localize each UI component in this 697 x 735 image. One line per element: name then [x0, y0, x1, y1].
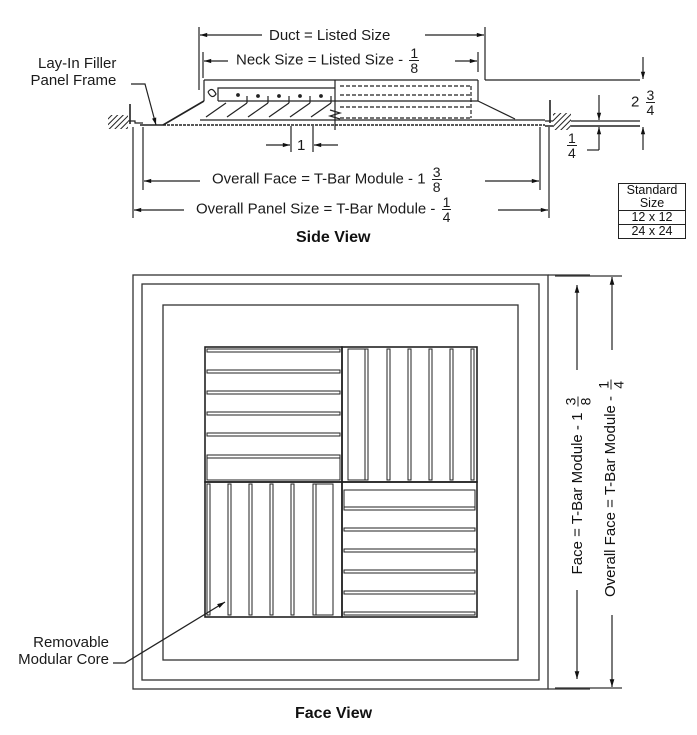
blade: [343, 506, 476, 511]
outer-panel-frame: [132, 274, 549, 690]
blade-spacing-label: 1: [297, 137, 306, 154]
standard-size-header: Standard Size: [618, 183, 686, 211]
core-label-line1: Removable: [33, 634, 109, 651]
core-leader: [113, 601, 226, 664]
overall-face-dimension-text: Overall Face = T-Bar Module -: [601, 395, 619, 598]
blades-bottom-left: [206, 483, 334, 616]
core-module-top-right: [341, 346, 478, 483]
blade: [315, 483, 334, 616]
break-symbol: [327, 109, 343, 120]
face-view-drawing: [113, 274, 622, 690]
blades-bottom-right: [343, 489, 476, 616]
blade: [206, 369, 341, 374]
blade: [206, 432, 341, 437]
lay-in-line2: Panel Frame: [30, 72, 117, 89]
modular-core: [204, 346, 478, 618]
blade: [343, 548, 476, 553]
blade: [343, 611, 476, 616]
left-slope: [162, 100, 205, 126]
inner-border: [162, 304, 519, 661]
blade: [364, 348, 369, 481]
overall-panel-text: Overall Panel Size = T-Bar Module -: [196, 200, 436, 218]
blade: [290, 483, 295, 616]
lay-in-leader: [131, 83, 157, 126]
blade-housing-top: [217, 87, 335, 101]
blade: [449, 348, 454, 481]
blades: [205, 88, 332, 118]
t-bar-right-hatch: [553, 113, 571, 130]
core-module-bottom-right: [341, 481, 478, 618]
side-view-title: Side View: [296, 229, 371, 246]
duct-size-label: Duct = Listed Size: [269, 27, 391, 44]
blade: [206, 483, 211, 616]
blades-top-left: [206, 348, 341, 481]
face-frame: [141, 283, 540, 681]
blade: [347, 348, 366, 481]
blade: [206, 390, 341, 395]
neck-size-text: Neck Size = Listed Size -: [236, 51, 404, 69]
blade: [269, 483, 274, 616]
side-view-drawing: [108, 27, 646, 218]
face-dimension-text: Face = T-Bar Module - 1: [568, 412, 586, 575]
blade: [470, 348, 475, 481]
lay-in-filler-label: Lay-In Filler Panel Frame: [30, 55, 117, 89]
standard-size-table: Standard Size 12 x 12 24 x 24: [618, 183, 686, 239]
blade: [343, 569, 476, 574]
lay-in-line1: Lay-In Filler: [38, 55, 117, 72]
height-whole: 2: [631, 93, 640, 111]
blade: [227, 483, 232, 616]
standard-size-row: 24 x 24: [618, 224, 686, 239]
overall-face-text: Overall Face = T-Bar Module - 1: [212, 170, 426, 188]
core-label-line2: Modular Core: [18, 651, 109, 668]
blades-top-right: [347, 348, 475, 481]
blade: [386, 348, 391, 481]
blade: [343, 590, 476, 595]
blade: [206, 411, 341, 416]
blade: [428, 348, 433, 481]
t-bar-left-flange: [128, 120, 143, 124]
standard-size-row: 12 x 12: [618, 210, 686, 225]
blade: [343, 527, 476, 532]
t-bar-left-hatch: [108, 115, 128, 129]
right-slope: [477, 100, 516, 120]
blade: [206, 457, 341, 481]
removable-core-label: Removable Modular Core: [4, 634, 109, 668]
blade: [248, 483, 253, 616]
blade: [343, 489, 476, 508]
blade: [206, 348, 341, 353]
blade: [407, 348, 412, 481]
face-view-title: Face View: [295, 705, 373, 722]
